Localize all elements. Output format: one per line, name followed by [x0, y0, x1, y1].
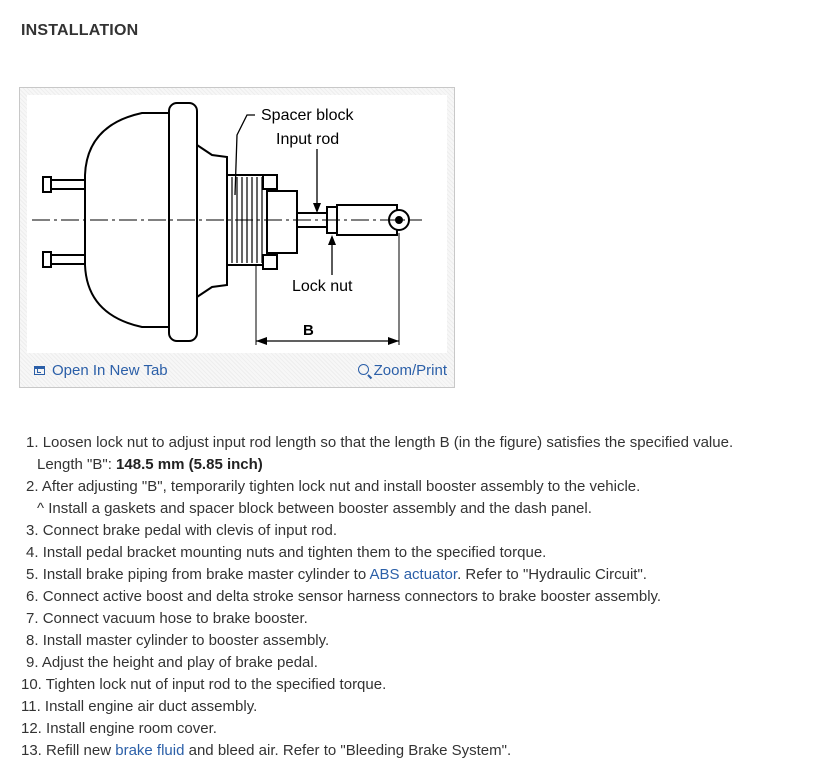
right-stud-upper [262, 174, 278, 190]
zoom-print-label: Zoom/Print [373, 362, 447, 379]
step-11: 11. Install engine air duct assembly. [21, 698, 258, 715]
spacer-leader [234, 114, 255, 196]
installation-steps: 1. Loosen lock nut to adjust input rod l… [21, 432, 816, 762]
label-spacer-block: Spacer block [261, 107, 354, 124]
booster-flange [168, 102, 198, 342]
note-marker: ^ [37, 500, 45, 517]
step-1: 1. Loosen lock nut to adjust input rod l… [26, 434, 734, 451]
step-10: 10. Tighten lock nut of input rod to the… [21, 676, 387, 693]
brake-booster-diagram: Spacer block Input rod Lock nut B [27, 95, 447, 353]
open-in-new-tab-link[interactable]: Open In New Tab [34, 362, 168, 379]
right-stud-lower [262, 254, 278, 270]
figure-container: Spacer block Input rod Lock nut B Open I… [19, 87, 455, 388]
step-2: 2. After adjusting "B", temporarily tigh… [26, 478, 641, 495]
step-12: 12. Install engine room cover. [21, 720, 217, 737]
section-heading: INSTALLATION [21, 22, 139, 39]
magnifier-icon [357, 363, 369, 375]
step-4: 4. Install pedal bracket mounting nuts a… [26, 544, 547, 561]
figure-toolbar: Open In New Tab Zoom/Print [20, 358, 454, 384]
step-2-note: ^ Install a gaskets and spacer block bet… [37, 500, 592, 517]
step-7: 7. Connect vacuum hose to brake booster. [26, 610, 308, 627]
spec-value: 148.5 mm (5.85 inch) [116, 456, 263, 473]
left-stud-lower-nut [42, 251, 52, 268]
step-3: 3. Connect brake pedal with clevis of in… [26, 522, 338, 539]
step-1-spec: Length "B": 148.5 mm (5.85 inch) [37, 456, 263, 473]
zoom-print-link[interactable]: Zoom/Print [357, 362, 447, 379]
label-input-rod: Input rod [276, 131, 339, 148]
step-9: 9. Adjust the height and play of brake p… [26, 654, 318, 671]
step-5: 5. Install brake piping from brake maste… [26, 566, 647, 583]
booster-rear-shell [196, 143, 228, 299]
step-13: 13. Refill new brake fluid and bleed air… [21, 742, 512, 759]
brake-fluid-link[interactable]: brake fluid [115, 742, 185, 759]
step-6: 6. Connect active boost and delta stroke… [26, 588, 662, 605]
rear-housing [266, 190, 298, 254]
abs-actuator-link[interactable]: ABS actuator [369, 566, 458, 583]
label-b: B [303, 322, 314, 339]
open-in-new-tab-icon [34, 366, 45, 375]
step-8: 8. Install master cylinder to booster as… [26, 632, 330, 649]
left-stud-upper-nut [42, 176, 52, 193]
label-lock-nut: Lock nut [292, 278, 353, 295]
open-in-new-tab-label: Open In New Tab [52, 362, 168, 379]
